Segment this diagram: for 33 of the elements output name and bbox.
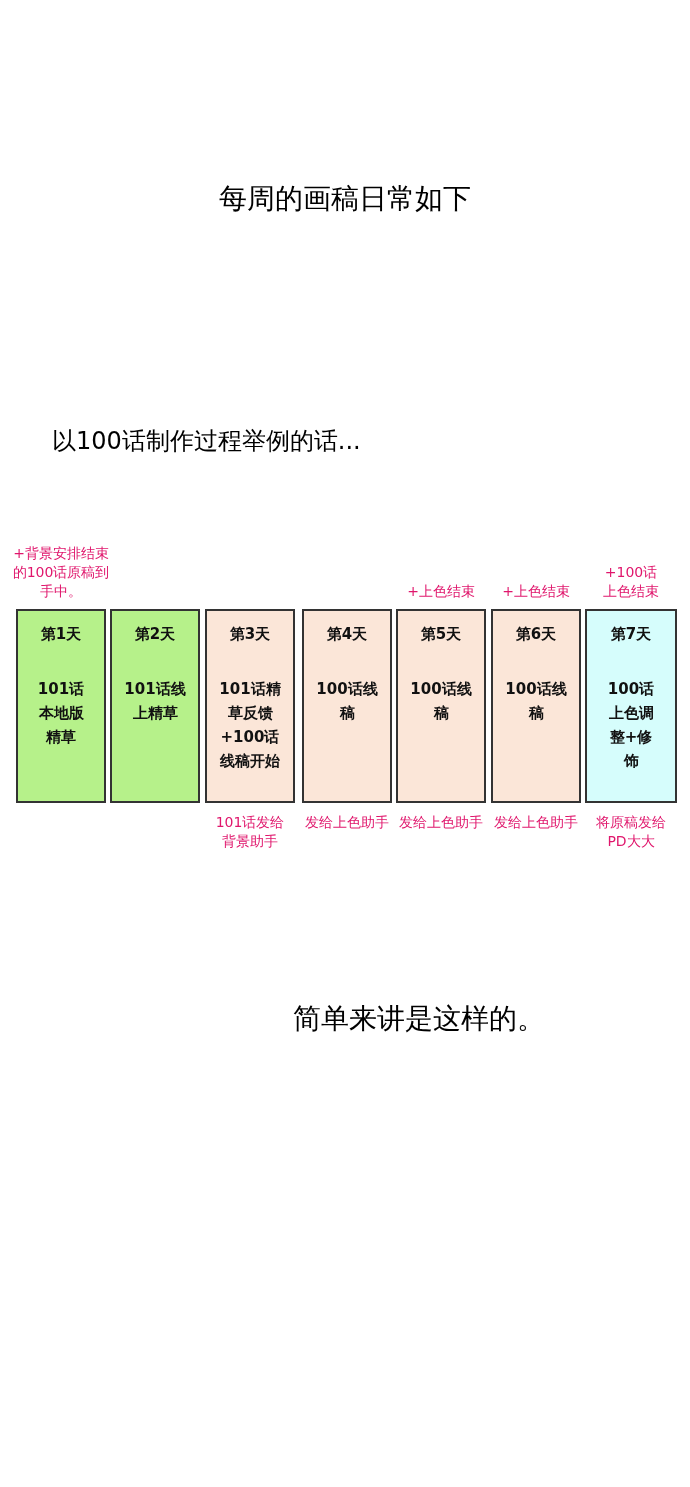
note-below: 发给上色助手 bbox=[493, 813, 579, 832]
note-above: +上色结束 bbox=[501, 582, 571, 601]
task-text: 100话线稿 bbox=[504, 679, 568, 724]
day-box bbox=[110, 609, 200, 803]
caption-text: 简单来讲是这样的。 bbox=[293, 1001, 545, 1037]
note-below: 将原稿发给PD大大 bbox=[595, 813, 667, 851]
day-box bbox=[302, 609, 392, 803]
note-above: +上色结束 bbox=[406, 582, 476, 601]
day-box bbox=[396, 609, 486, 803]
task-text: 101话精草反馈+100话线稿开始 bbox=[218, 679, 282, 772]
heading: 每周的画稿日常如下 bbox=[218, 181, 472, 217]
day-heading: 第1天 bbox=[39, 625, 83, 644]
day-heading: 第7天 bbox=[609, 625, 653, 644]
task-text: 100话上色调整+修饰 bbox=[606, 679, 656, 772]
day-box bbox=[585, 609, 677, 803]
note-below: 101话发给背景助手 bbox=[214, 813, 286, 851]
task-text: 101话线上精草 bbox=[123, 679, 187, 724]
note-below: 发给上色助手 bbox=[304, 813, 390, 832]
day-heading: 第6天 bbox=[514, 625, 558, 644]
task-text: 100话线稿 bbox=[409, 679, 473, 724]
task-text: 100话线稿 bbox=[315, 679, 379, 724]
note-above: +100话上色结束 bbox=[602, 563, 660, 601]
task-text: 101话本地版精草 bbox=[36, 679, 86, 748]
day-heading: 第2天 bbox=[133, 625, 177, 644]
day-box bbox=[491, 609, 581, 803]
day-heading: 第3天 bbox=[228, 625, 272, 644]
caption-text: 以100话制作过程举例的话... bbox=[52, 426, 361, 457]
note-below: 发给上色助手 bbox=[398, 813, 484, 832]
day-box bbox=[16, 609, 106, 803]
note-above: +背景安排结束的100话原稿到手中。 bbox=[11, 544, 111, 601]
day-heading: 第4天 bbox=[325, 625, 369, 644]
day-heading: 第5天 bbox=[419, 625, 463, 644]
day-box bbox=[205, 609, 295, 803]
